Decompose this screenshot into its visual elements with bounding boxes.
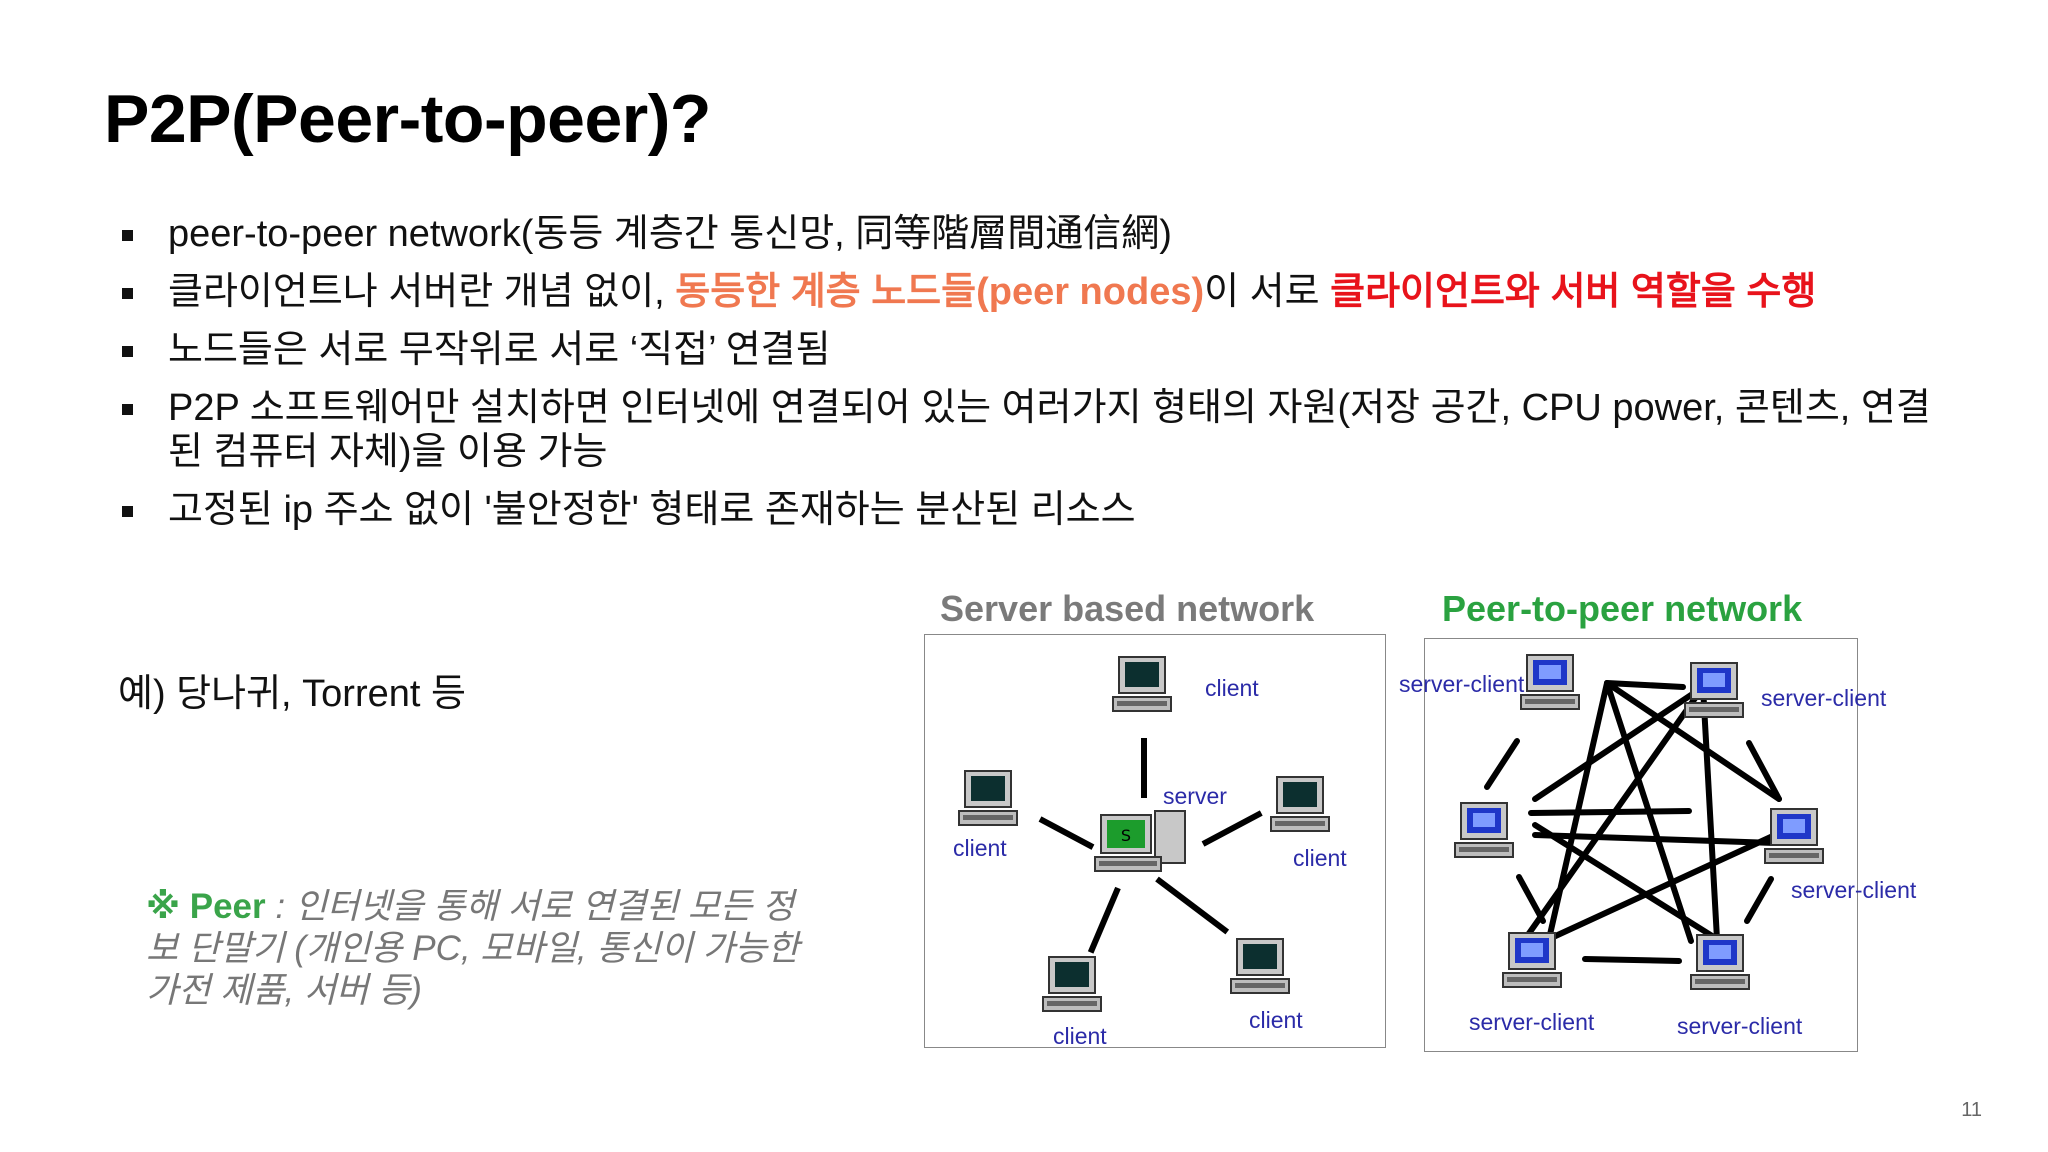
client-computer-icon	[1270, 776, 1330, 832]
peer-note: ※ Peer : 인터넷을 통해 서로 연결된 모든 정보 단말기 (개인용 P…	[146, 886, 806, 1012]
server-client-computer-icon	[1454, 802, 1514, 858]
label-client: client	[1205, 675, 1259, 701]
example-text: 예) 당나귀, Torrent 등	[118, 673, 466, 715]
server-client-computer-icon	[1502, 932, 1562, 988]
p2p-mesh-lines	[1484, 680, 1782, 964]
label-server-client: server-client	[1677, 1013, 1803, 1039]
bullet-item: 클라이언트나 서버란 개념 없이, 동등한 계층 노드들(peer nodes)…	[118, 270, 1948, 314]
p2p-network-diagram: server-client server-client server-clien…	[1399, 638, 1916, 1052]
connection-line	[1201, 810, 1263, 847]
label-client: client	[953, 835, 1007, 861]
label-client: client	[1249, 1007, 1303, 1033]
bullet-item: 고정된 ip 주소 없이 '불안정한' 형태로 존재하는 분산된 리소스	[118, 488, 1948, 532]
server-network-diagram: S client server client client client cli…	[924, 634, 1386, 1049]
label-client: client	[1053, 1023, 1107, 1049]
bullet-item: 노드들은 서로 무작위로 서로 ‘직접’ 연결됨	[118, 328, 1948, 372]
page-number: 11	[1961, 1099, 1982, 1121]
note-text: : 인터넷을 통해 서로 연결된 모든 정보 단말기 (개인용 PC, 모바일,…	[146, 887, 800, 1010]
bullet-item: peer-to-peer network(동등 계층간 통신망, 同等階層間通信…	[118, 212, 1948, 256]
server-client-computer-icon	[1684, 662, 1744, 718]
client-computer-icon	[958, 770, 1018, 826]
server-client-computer-icon	[1764, 808, 1824, 864]
note-mark: ※ Peer	[146, 887, 266, 926]
client-computer-icon	[1112, 656, 1172, 712]
label-server: server	[1163, 783, 1227, 809]
server-client-computer-icon	[1520, 654, 1580, 710]
connection-line	[1038, 816, 1095, 850]
connection-line	[1155, 876, 1230, 935]
server-client-computer-icon	[1690, 934, 1750, 990]
connection-line	[1087, 886, 1121, 954]
label-server-client: server-client	[1399, 671, 1525, 697]
label-client: client	[1293, 845, 1347, 871]
client-computer-icon	[1230, 938, 1290, 994]
label-server-client: server-client	[1761, 685, 1887, 711]
slide-title: P2P(Peer-to-peer)?	[104, 81, 711, 157]
label-server-client: server-client	[1469, 1009, 1595, 1035]
server-computer-icon: S	[1094, 810, 1186, 872]
p2p-network-title: Peer-to-peer network	[1442, 588, 1803, 629]
bullet-list: peer-to-peer network(동등 계층간 통신망, 同等階層間通信…	[118, 212, 1948, 546]
connection-line	[1141, 738, 1147, 798]
client-computer-icon	[1042, 956, 1102, 1012]
bullet-item: P2P 소프트웨어만 설치하면 인터넷에 연결되어 있는 여러가지 형태의 자원…	[118, 386, 1948, 474]
label-server-client: server-client	[1791, 877, 1917, 903]
svg-text:S: S	[1121, 826, 1131, 845]
server-network-title: Server based network	[940, 588, 1315, 629]
